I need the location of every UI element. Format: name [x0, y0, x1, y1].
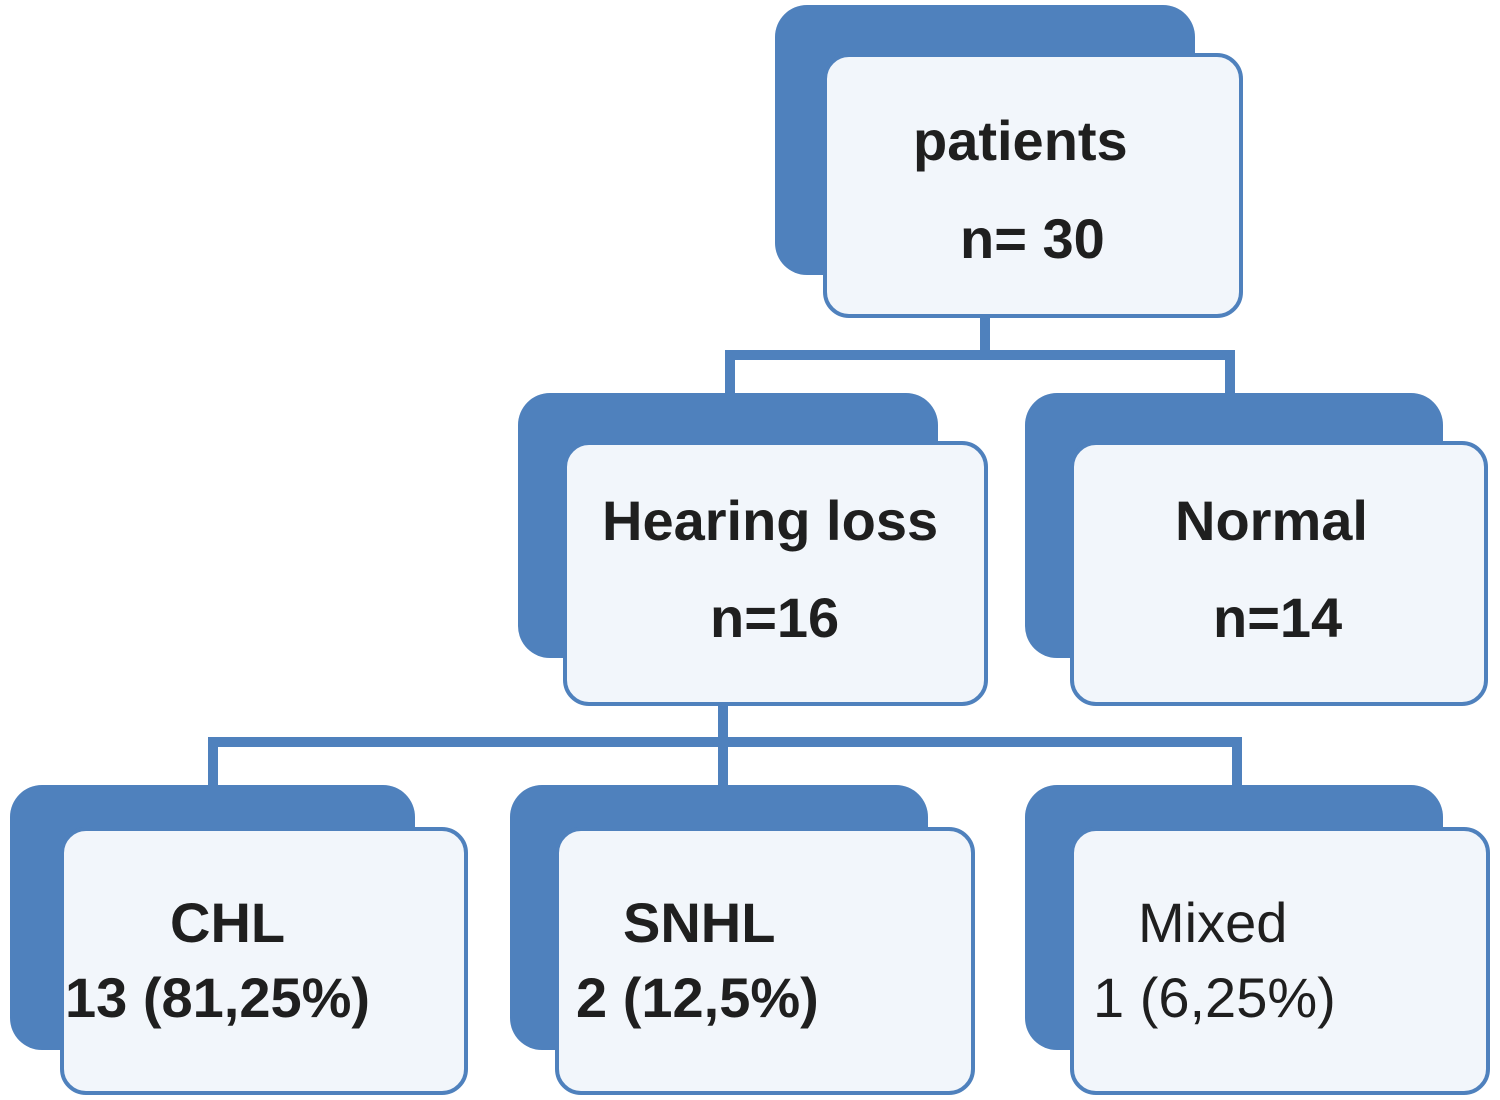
node-snhl-count: 2 (12,5%): [576, 966, 819, 1029]
node-chl-count: 13 (81,25%): [65, 966, 371, 1029]
node-hearing-loss-title: Hearing loss: [602, 489, 939, 552]
node-hearing-loss-count: n=16: [710, 586, 840, 649]
connector-hearing-loss-to-level3: [208, 700, 1242, 790]
node-patients-count: n= 30: [960, 207, 1105, 270]
node-snhl: SNHL 2 (12,5%): [510, 785, 980, 1097]
node-mixed: Mixed 1 (6,25%): [1025, 785, 1493, 1097]
node-patients-title: patients: [913, 109, 1128, 172]
node-snhl-title: SNHL: [623, 891, 776, 954]
node-hearing-loss: Hearing loss n=16: [518, 393, 990, 713]
node-normal: Normal n=14: [1025, 393, 1490, 713]
node-chl-title: CHL: [170, 891, 286, 954]
node-mixed-count: 1 (6,25%): [1093, 966, 1336, 1029]
node-patients: patients n= 30: [775, 5, 1250, 320]
node-mixed-title: Mixed: [1138, 891, 1288, 954]
node-normal-title: Normal: [1175, 489, 1368, 552]
connector-root-to-level2: [725, 313, 1235, 400]
node-chl: CHL 13 (81,25%): [10, 785, 470, 1097]
node-normal-count: n=14: [1213, 586, 1343, 649]
